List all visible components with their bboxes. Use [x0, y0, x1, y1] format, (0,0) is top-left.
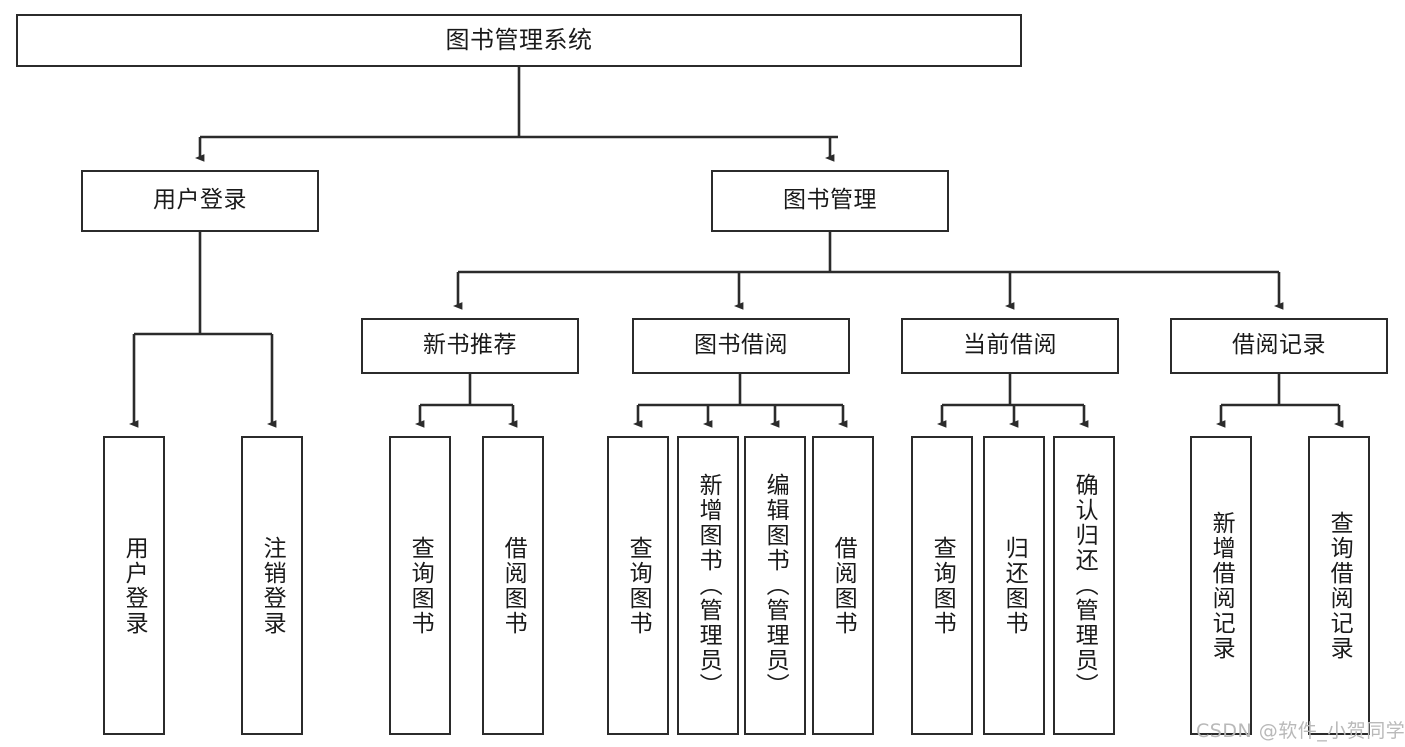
node-leaf-add-record-label: 新增借阅记录	[1208, 510, 1235, 661]
node-root-label: 图书管理系统	[445, 26, 593, 55]
node-leaf-query-record[interactable]: 查询借阅记录	[1308, 436, 1370, 735]
node-leaf-return-book-label: 归还图书	[1001, 535, 1028, 636]
node-leaf-borrow-book-2[interactable]: 借阅图书	[812, 436, 874, 735]
node-root[interactable]: 图书管理系统	[16, 14, 1022, 67]
node-leaf-borrow-book-1-label: 借阅图书	[500, 535, 527, 636]
node-leaf-query-book-1[interactable]: 查询图书	[389, 436, 451, 735]
node-borrow-record[interactable]: 借阅记录	[1170, 318, 1388, 374]
node-leaf-query-book-1-label: 查询图书	[407, 535, 434, 636]
node-leaf-borrow-book-1[interactable]: 借阅图书	[482, 436, 544, 735]
node-leaf-add-record[interactable]: 新增借阅记录	[1190, 436, 1252, 735]
node-leaf-confirm-return-label: 确认归还（管理员）	[1071, 473, 1098, 698]
node-leaf-borrow-book-2-label: 借阅图书	[830, 535, 857, 636]
node-leaf-edit-book-label: 编辑图书（管理员）	[762, 473, 789, 698]
csdn-watermark: CSDN @软件_小贺同学	[1196, 720, 1405, 742]
node-book-borrow[interactable]: 图书借阅	[632, 318, 850, 374]
node-leaf-add-book-label: 新增图书（管理员）	[695, 473, 722, 698]
node-leaf-confirm-return[interactable]: 确认归还（管理员）	[1053, 436, 1115, 735]
node-current-borrow-label: 当前借阅	[963, 332, 1057, 359]
node-borrow-record-label: 借阅记录	[1232, 332, 1326, 359]
node-leaf-logout-label: 注销登录	[259, 535, 286, 636]
node-current-borrow[interactable]: 当前借阅	[901, 318, 1119, 374]
node-leaf-add-book[interactable]: 新增图书（管理员）	[677, 436, 739, 735]
node-leaf-edit-book[interactable]: 编辑图书（管理员）	[744, 436, 806, 735]
node-new-book-rec-label: 新书推荐	[423, 332, 517, 359]
node-leaf-query-book-2-label: 查询图书	[625, 535, 652, 636]
node-new-book-rec[interactable]: 新书推荐	[361, 318, 579, 374]
node-leaf-query-book-3-label: 查询图书	[929, 535, 956, 636]
node-book-manage[interactable]: 图书管理	[711, 170, 949, 232]
node-leaf-query-book-3[interactable]: 查询图书	[911, 436, 973, 735]
node-user-login[interactable]: 用户登录	[81, 170, 319, 232]
node-leaf-logout[interactable]: 注销登录	[241, 436, 303, 735]
node-leaf-user-login-label: 用户登录	[121, 535, 148, 636]
node-book-manage-label: 图书管理	[783, 187, 877, 214]
node-book-borrow-label: 图书借阅	[694, 332, 788, 359]
node-leaf-user-login[interactable]: 用户登录	[103, 436, 165, 735]
node-leaf-query-book-2[interactable]: 查询图书	[607, 436, 669, 735]
node-leaf-query-record-label: 查询借阅记录	[1326, 510, 1353, 661]
node-leaf-return-book[interactable]: 归还图书	[983, 436, 1045, 735]
node-user-login-label: 用户登录	[153, 187, 247, 214]
